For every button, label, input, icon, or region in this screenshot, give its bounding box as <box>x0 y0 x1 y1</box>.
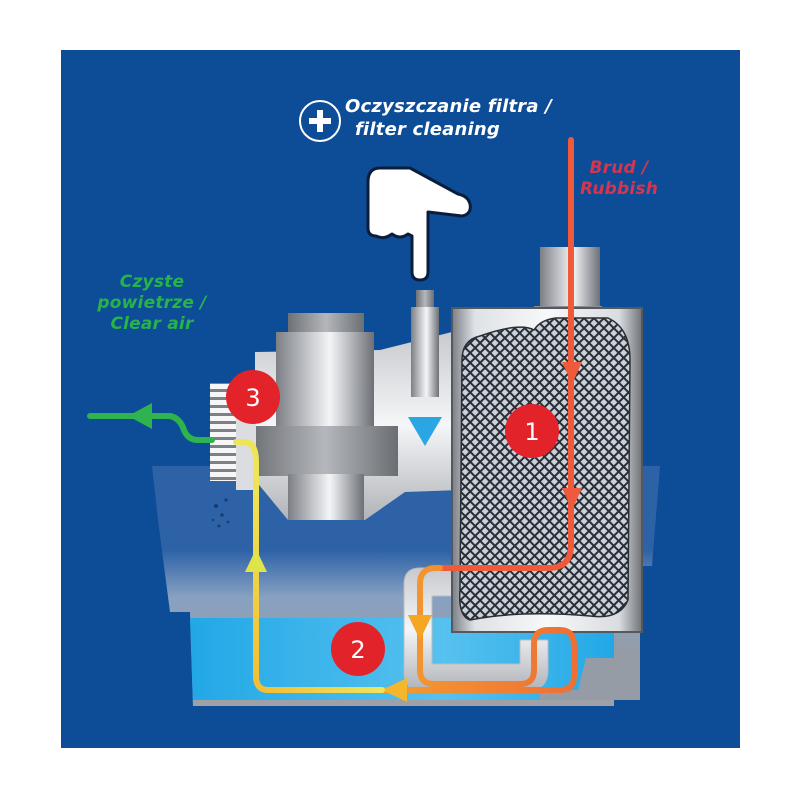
pointing-hand-icon <box>366 166 472 282</box>
down-triangle-icon <box>408 417 442 446</box>
rubbish-label: Brud / Rubbish <box>580 158 658 200</box>
clean-air-flow <box>87 413 215 443</box>
filter-cartridge <box>451 247 643 633</box>
step-badge-2: 2 <box>331 622 385 676</box>
dirt-particles <box>211 498 230 528</box>
filter-cleaning-label-line2: filter cleaning <box>355 119 501 140</box>
plus-circle-icon <box>299 100 341 142</box>
clean-air-label-line1: Czyste <box>119 272 185 292</box>
filter-cleaning-label-line1: Oczyszczanie filtra / <box>345 96 552 117</box>
orange-arrow-head-left <box>382 678 407 702</box>
rubbish-flow <box>297 137 577 693</box>
clean-air-label-line3: Clear air <box>110 314 194 334</box>
step-number-3: 3 <box>245 384 260 412</box>
clean-air-arrow-head <box>128 403 152 429</box>
cleaning-plunger <box>411 290 439 397</box>
filter-cleaning-label: Oczyszczanie filtra / filter cleaning <box>345 95 552 141</box>
rubbish-label-line1: Brud / <box>589 158 649 178</box>
clean-air-label-line2: powietrze / <box>97 293 207 313</box>
step-badge-3: 3 <box>226 370 280 424</box>
orange-arrow-head <box>408 615 432 640</box>
rubbish-arrow-head-1 <box>562 362 582 384</box>
step-number-1: 1 <box>524 418 539 446</box>
motor-body <box>252 313 460 520</box>
clean-air-label: Czyste powietrze / Clear air <box>82 272 222 335</box>
rubbish-arrow-head-2 <box>562 488 582 510</box>
rubbish-label-line2: Rubbish <box>580 179 659 199</box>
yellow-arrow-head <box>245 549 267 572</box>
step-number-2: 2 <box>350 636 365 664</box>
step-badge-1: 1 <box>505 404 559 458</box>
